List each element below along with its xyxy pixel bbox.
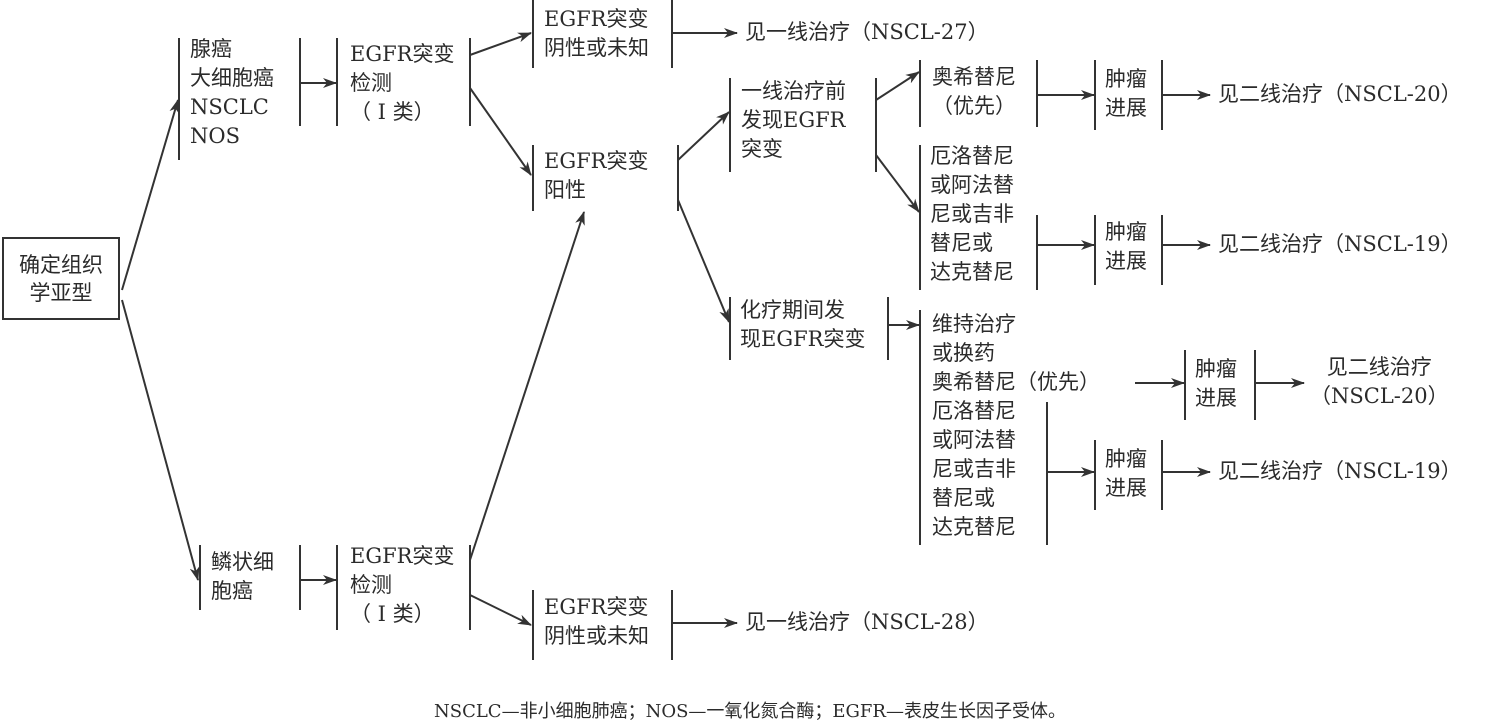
node-line: 检测 — [350, 71, 392, 95]
node-line: 阳性 — [544, 178, 586, 202]
node-line: 见二线治疗 — [1326, 355, 1432, 379]
node-tumor-progression: 肿瘤 进展 — [1105, 445, 1147, 503]
node-line: 现EGFR突变 — [740, 327, 866, 351]
node-during-chemo: 化疗期间发 现EGFR突变 — [740, 296, 866, 354]
node-line: （ Ⅰ 类） — [350, 100, 435, 124]
node-line: NSCLC — [190, 95, 269, 119]
node-line: 腺癌 — [190, 37, 232, 61]
result-nscl-28: 见一线治疗（NSCL-28） — [745, 610, 989, 634]
node-egfr-test-2: EGFR突变 检测 （ Ⅰ 类） — [350, 542, 455, 629]
node-squamous: 鳞状细 胞癌 — [211, 548, 274, 606]
node-line: 化疗期间发 — [740, 298, 845, 322]
root-node-determine-histology: 确定组织 学亚型 — [2, 237, 120, 320]
node-osimertinib-preferred: 奥希替尼 （优先） — [932, 63, 1016, 121]
node-before-first-line: 一线治疗前 发现EGFR 突变 — [741, 77, 846, 164]
node-line: 学亚型 — [29, 281, 93, 305]
node-line: 发现EGFR — [741, 108, 846, 132]
node-tumor-progression: 肿瘤 进展 — [1195, 355, 1237, 413]
node-line: 维持治疗 — [932, 312, 1016, 336]
node-line: 奥希替尼 — [932, 65, 1016, 89]
node-line: 奥希替尼（优先） — [932, 370, 1100, 394]
node-line: （优先） — [932, 94, 1016, 118]
node-line: EGFR突变 — [544, 7, 649, 31]
node-line: 厄洛替尼 — [930, 144, 1014, 168]
node-line: 替尼或 — [930, 231, 993, 255]
node-tumor-progression: 肿瘤 进展 — [1105, 218, 1147, 276]
node-line: EGFR突变 — [350, 544, 455, 568]
node-line: 进展 — [1105, 96, 1147, 120]
node-line: 阴性或未知 — [544, 36, 649, 60]
node-line: 或换药 — [932, 341, 995, 365]
footnote: NSCLC—非小细胞肺癌；NOS—一氧化氮合酶；EGFR—表皮生长因子受体。 — [434, 701, 1066, 722]
node-line: NOS — [190, 124, 240, 148]
node-egfr-negative-2: EGFR突变 阴性或未知 — [544, 593, 649, 651]
node-line: 尼或吉非 — [932, 457, 1016, 481]
node-line: 胞癌 — [211, 579, 253, 603]
node-line: 突变 — [741, 137, 783, 161]
node-line: 进展 — [1195, 386, 1237, 410]
node-egfr-positive: EGFR突变 阳性 — [544, 147, 649, 205]
node-tumor-progression: 肿瘤 进展 — [1105, 65, 1147, 123]
node-line: 一线治疗前 — [741, 79, 846, 103]
result-nscl-20-maintenance: 见二线治疗 （NSCL-20） — [1310, 353, 1449, 411]
node-line: EGFR突变 — [544, 595, 649, 619]
node-line: 大细胞癌 — [190, 66, 274, 90]
node-line: （ Ⅰ 类） — [350, 602, 435, 626]
node-line: 或阿法替 — [930, 173, 1014, 197]
result-nscl-27: 见一线治疗（NSCL-27） — [745, 20, 989, 44]
node-line: 或阿法替 — [932, 428, 1016, 452]
node-line: 检测 — [350, 573, 392, 597]
node-line: 达克替尼 — [932, 515, 1016, 539]
node-line: 鳞状细 — [211, 550, 274, 574]
node-line: 厄洛替尼 — [932, 399, 1016, 423]
node-erlotinib-options: 厄洛替尼 或阿法替 尼或吉非 替尼或 达克替尼 — [930, 142, 1014, 287]
result-nscl-20: 见二线治疗（NSCL-20） — [1218, 82, 1462, 106]
node-line: EGFR突变 — [350, 42, 455, 66]
node-line: 确定组织 — [19, 253, 103, 277]
result-nscl-19: 见二线治疗（NSCL-19） — [1218, 232, 1462, 256]
node-line: 达克替尼 — [930, 260, 1014, 284]
node-line: EGFR突变 — [544, 149, 649, 173]
node-line: 肿瘤 — [1105, 220, 1147, 244]
node-line: 进展 — [1105, 249, 1147, 273]
node-line: 替尼或 — [932, 486, 995, 510]
node-line: 肿瘤 — [1105, 67, 1147, 91]
node-line: 阴性或未知 — [544, 624, 649, 648]
result-nscl-19-maintenance: 见二线治疗（NSCL-19） — [1218, 459, 1462, 483]
node-line: （NSCL-20） — [1310, 384, 1449, 408]
node-maintenance-options: 维持治疗 或换药 奥希替尼（优先） 厄洛替尼 或阿法替 尼或吉非 替尼或 达克替… — [932, 310, 1100, 542]
node-line: 尼或吉非 — [930, 202, 1014, 226]
node-egfr-negative-1: EGFR突变 阴性或未知 — [544, 5, 649, 63]
node-egfr-test-1: EGFR突变 检测 （ Ⅰ 类） — [350, 40, 455, 127]
node-adenocarcinoma: 腺癌 大细胞癌 NSCLC NOS — [190, 35, 274, 151]
node-line: 肿瘤 — [1105, 447, 1147, 471]
node-line: 肿瘤 — [1195, 357, 1237, 381]
node-line: 进展 — [1105, 476, 1147, 500]
